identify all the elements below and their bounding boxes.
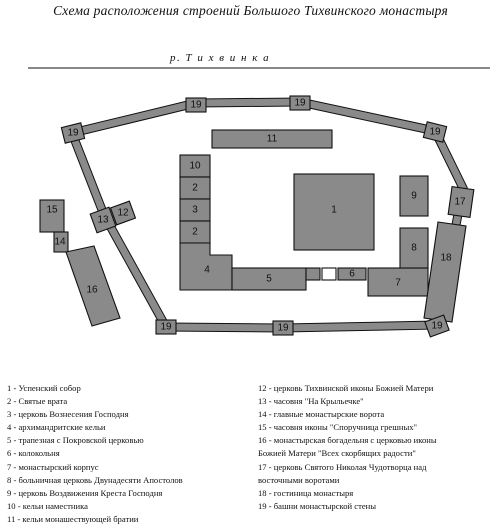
legend-item: 18 - гостиница монастыря [258,487,354,498]
svg-text:5: 5 [266,274,272,285]
river-label: р. Т и х в и н к а [169,52,270,64]
svg-text:17: 17 [454,197,466,208]
svg-text:19: 19 [67,128,79,139]
tower-19-nw: 19 [60,122,86,144]
tower-19-se: 19 [424,314,450,338]
monastery-plan: р. Т и х в и н к а 11 10 2 3 2 4 1 5 [28,52,490,338]
legend-item: 6 - колокольня [7,448,60,459]
legend-item: Божией Матери "Всех скорбящих радости" [258,448,416,459]
building-4: 4 [179,242,233,291]
building-17: 17 [447,185,475,219]
building-6: 6 [337,267,367,281]
legend-item: 12 - церковь Тихвинской иконы Божией Мат… [258,383,434,393]
svg-text:19: 19 [431,321,443,332]
tower-19-n2: 19 [289,95,311,111]
building-7: 7 [367,267,429,297]
svg-text:14: 14 [54,237,66,248]
legend-item: 8 - больничная церковь Двунадесяти Апост… [7,474,183,485]
building-3: 3 [179,198,211,222]
legend-item: 10 - кельи наместника [7,500,88,511]
legend-item: 1 - Успенский собор [7,383,81,393]
legend-item: 17 - церковь Святого Николая Чудотворца … [258,461,427,472]
building-8: 8 [399,227,429,269]
building-11: 11 [211,129,333,149]
svg-text:8: 8 [411,243,417,254]
label-11: 11 [267,134,278,145]
svg-text:19: 19 [277,323,289,334]
building-13: 13 [89,206,117,234]
map-title: Схема расположения строений Большого Тих… [53,3,448,18]
svg-text:9: 9 [411,191,417,202]
svg-text:19: 19 [190,100,202,111]
tower-19-sw: 19 [155,319,177,335]
building-5: 5 [231,267,307,291]
legend-item: 3 - церковь Вознесения Господня [7,409,129,420]
building-18: 18 [423,221,467,323]
svg-text:2: 2 [192,227,198,238]
svg-text:19: 19 [294,98,306,109]
legend-item: 7 - монастырский корпус [7,461,99,472]
svg-text:6: 6 [349,269,355,280]
legend-item: 2 - Святые врата [7,396,68,407]
svg-text:19: 19 [160,322,172,333]
building-small-a [305,267,321,281]
building-small-b [321,267,337,281]
building-10: 10 [179,154,211,178]
svg-text:10: 10 [189,161,201,172]
building-2-middle: 2 [179,220,211,244]
legend-left: 1 - Успенский собор 2 - Святые врата 3 - ц… [7,382,242,526]
legend-item: 16 - монастырская богадельня с церковью … [258,435,437,446]
legend-item: 5 - трапезная с Покровской церковью [7,435,144,446]
svg-text:1: 1 [331,205,337,216]
building-9: 9 [399,175,429,217]
legend-item: 4 - архимандритские кельи [7,422,106,433]
svg-text:2: 2 [192,183,198,194]
legend-item: восточными воротами [258,474,340,485]
building-16: 16 [65,245,121,327]
building-2-north: 2 [179,176,211,200]
legend-item: 9 - церковь Воздвижения Креста Господня [7,487,163,498]
tower-19-ne: 19 [422,121,448,143]
legend-item: 15 - часовня иконы "Споручница грешных" [258,422,418,433]
svg-text:13: 13 [97,215,109,226]
svg-text:4: 4 [204,265,210,276]
legend-item: 19 - башни монастырской стены [258,500,377,511]
svg-text:12: 12 [117,208,129,219]
legend-right: 12 - церковь Тихвинской иконы Божией Мат… [258,382,498,513]
legend-item: 14 - главные монастырские ворота [258,409,385,420]
legend-item: 13 - часовня "На Крыльечке" [258,396,364,407]
svg-text:18: 18 [440,253,452,264]
tower-19-n1: 19 [185,97,207,113]
legend-item: 11 - кельи монашествующей братии [7,513,139,524]
svg-text:16: 16 [86,285,98,296]
svg-text:3: 3 [192,205,198,216]
building-1: 1 [293,173,375,251]
building-12: 12 [109,200,137,226]
svg-text:7: 7 [395,278,401,289]
svg-text:19: 19 [429,127,441,138]
building-15: 15 [39,199,65,233]
svg-text:15: 15 [46,205,58,216]
building-14: 14 [53,231,69,253]
tower-19-s: 19 [272,320,294,336]
